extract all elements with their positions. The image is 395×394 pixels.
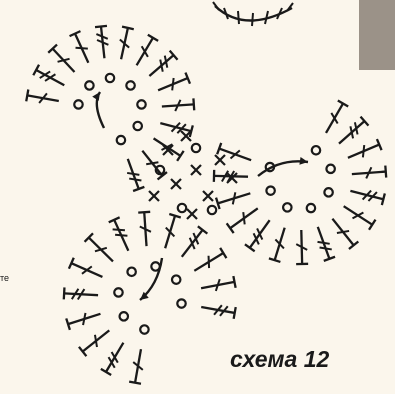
chain-ring-mark [140, 325, 148, 333]
chain-ring-mark [324, 188, 332, 196]
treble-crochet-mark [317, 227, 335, 261]
double-crochet-mark [201, 276, 236, 291]
double-crochet-mark [85, 233, 113, 261]
chain-ring-mark [307, 204, 315, 212]
chain-ring-mark [127, 268, 135, 276]
treble-crochet-mark [95, 26, 108, 58]
join-ring-mark [178, 204, 186, 212]
double-crochet-mark [216, 192, 250, 209]
join-cross-mark [203, 191, 213, 201]
chain-ring-mark [172, 275, 180, 283]
treble-crochet-mark [201, 305, 236, 319]
diagram-caption: схема 12 [230, 346, 329, 373]
chain-ring-mark [283, 203, 291, 211]
edge-label-fragment: те [0, 273, 9, 283]
join-cross-mark [191, 165, 201, 175]
treble-crochet-mark [149, 51, 177, 76]
motif-right [214, 101, 386, 265]
motif-bottom-left [64, 212, 236, 384]
treble-crochet-mark [109, 217, 129, 250]
chain-ring-mark [266, 186, 274, 194]
double-crochet-mark [165, 214, 181, 248]
double-crochet-mark [227, 208, 258, 233]
chain-ring-mark [134, 122, 142, 130]
chain-ring-mark [177, 299, 185, 307]
double-crochet-mark [69, 258, 103, 277]
treble-crochet-mark [350, 191, 384, 206]
treble-crochet-mark [245, 220, 270, 251]
treble-crochet-mark [127, 159, 144, 191]
double-crochet-mark [269, 228, 285, 262]
double-crochet-mark [79, 330, 109, 356]
partial-motif-top [213, 2, 293, 26]
chain-ring-mark [114, 288, 122, 296]
chain-ring-mark [312, 146, 320, 154]
join-cross-mark [171, 179, 181, 189]
chain-ring-mark [117, 136, 125, 144]
join-ring-mark [192, 144, 200, 152]
chain-ring-mark [106, 74, 114, 82]
chain-ring-mark [326, 165, 334, 173]
join-cross-mark [187, 209, 197, 219]
treble-crochet-mark [64, 287, 98, 299]
chain-ring-mark [126, 81, 134, 89]
chain-ring-mark [74, 100, 82, 108]
double-crochet-mark [162, 98, 194, 111]
double-crochet-mark [344, 206, 376, 229]
chain-ring-mark [85, 81, 93, 89]
double-crochet-mark [120, 27, 134, 60]
double-crochet-mark [66, 313, 100, 330]
double-crochet-mark [158, 73, 190, 91]
join-cross-mark [215, 155, 225, 165]
double-crochet-mark [348, 139, 382, 158]
double-crochet-mark [70, 31, 89, 63]
treble-crochet-mark [101, 343, 124, 375]
double-crochet-mark [48, 45, 74, 72]
double-crochet-mark [138, 212, 151, 246]
double-crochet-mark [332, 219, 358, 249]
motif-top-left [26, 26, 194, 191]
chain-ring-mark [120, 312, 128, 320]
join-ring-mark [208, 206, 216, 214]
double-crochet-mark [326, 101, 348, 133]
treble-crochet-mark [182, 226, 208, 257]
join-cross-mark [149, 191, 159, 201]
chain-ring-mark [137, 100, 145, 108]
double-crochet-mark [352, 166, 386, 179]
treble-crochet-mark [33, 65, 64, 86]
double-crochet-mark [194, 248, 226, 271]
double-crochet-mark [129, 349, 143, 384]
double-crochet-mark [296, 230, 308, 264]
double-crochet-mark [137, 35, 159, 66]
treble-crochet-mark [339, 117, 368, 144]
double-crochet-mark [26, 90, 59, 103]
